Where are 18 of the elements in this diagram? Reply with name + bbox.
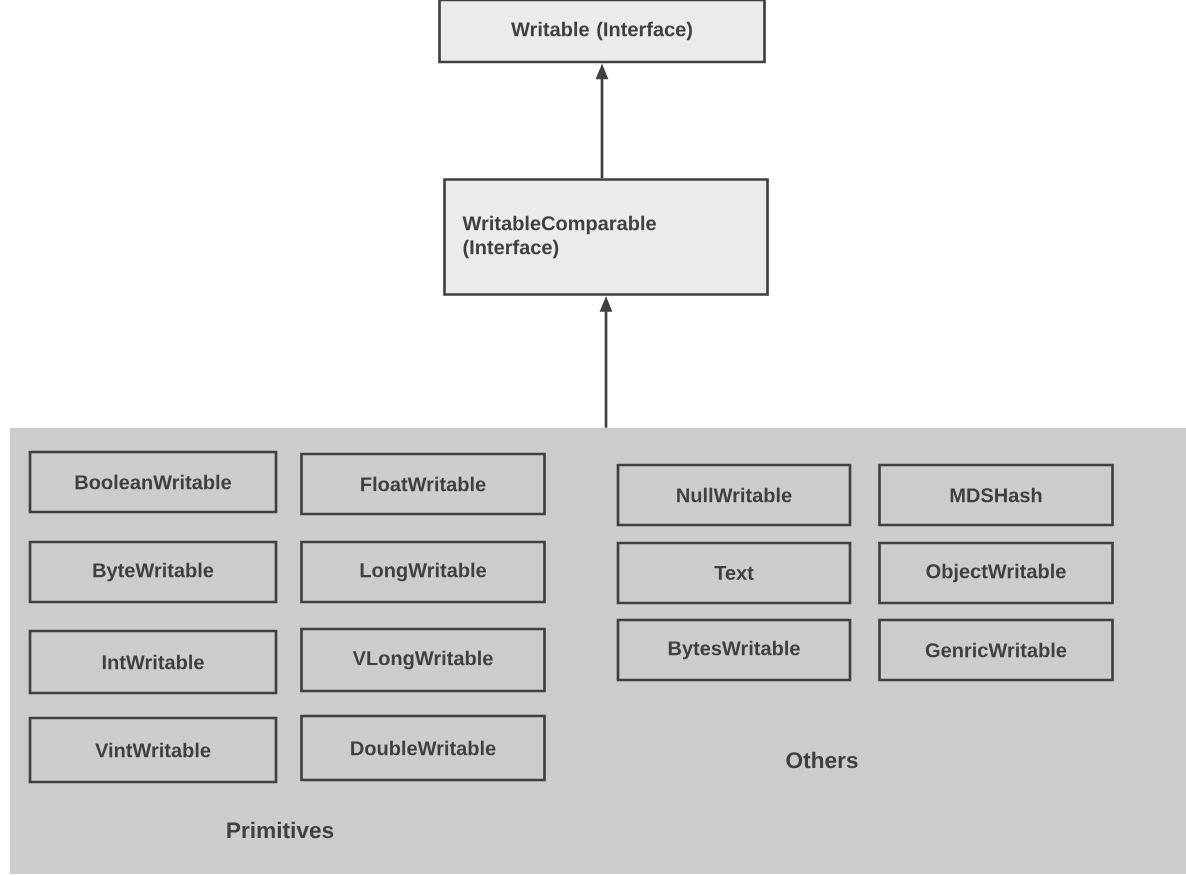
class-box: LongWritable <box>300 540 546 604</box>
class-box: DoubleWritable <box>300 714 546 782</box>
group-label: Others <box>786 751 858 769</box>
class-box: GenricWritable <box>878 618 1114 682</box>
class-box: Text <box>616 541 852 605</box>
class-box: FloatWritable <box>300 452 546 516</box>
class-box: NullWritable <box>616 463 852 527</box>
class-box: ObjectWritable <box>878 541 1114 605</box>
interface-box: Writable (Interface) <box>438 0 766 64</box>
class-box: IntWritable <box>28 629 278 695</box>
class-box: VintWritable <box>28 716 278 784</box>
class-box: BooleanWritable <box>28 450 278 514</box>
class-box: ByteWritable <box>28 540 278 604</box>
group-label: Primitives <box>227 821 334 839</box>
class-box: BytesWritable <box>616 618 852 682</box>
class-box: MDSHash <box>878 463 1114 527</box>
class-box: VLongWritable <box>300 627 546 693</box>
interface-box: WritableComparable (Interface) <box>443 178 769 296</box>
